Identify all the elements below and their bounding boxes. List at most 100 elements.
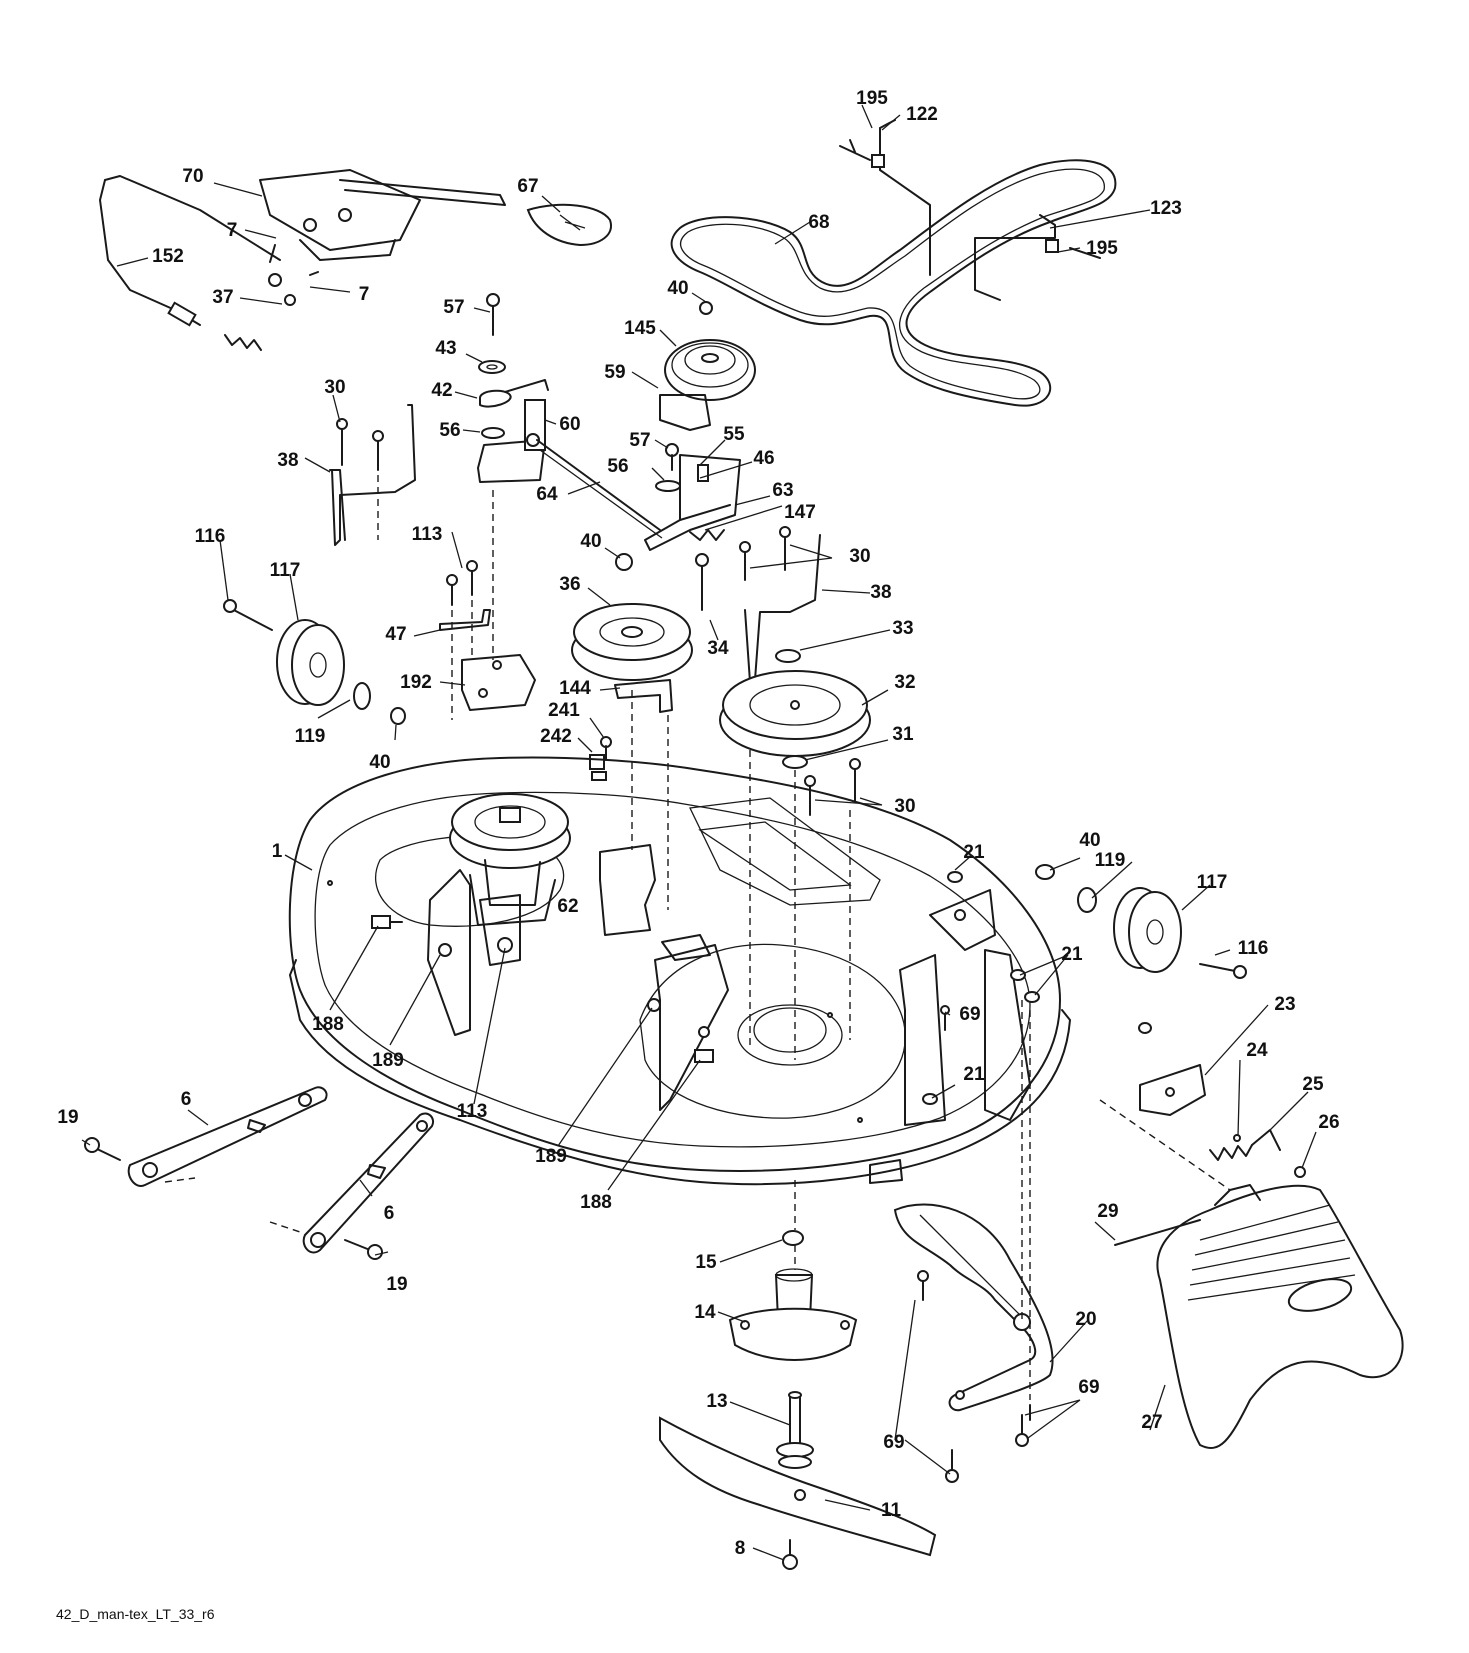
stabilizer-arm-left — [84, 1086, 328, 1187]
callout-label: 15 — [695, 1252, 717, 1273]
callout-label: 119 — [1095, 850, 1126, 871]
callout-label: 13 — [706, 1391, 727, 1412]
callout-label: 122 — [906, 104, 938, 125]
callout-label: 21 — [1061, 944, 1083, 965]
callout-label: 56 — [439, 420, 460, 441]
stud-241-242 — [589, 736, 612, 781]
callout-label: 21 — [963, 1064, 985, 1085]
discharge-chute — [1114, 1184, 1404, 1449]
callout-label: 69 — [1078, 1377, 1099, 1398]
callout-label: 40 — [580, 531, 601, 552]
callout-label: 37 — [212, 287, 233, 308]
callout-label: 189 — [372, 1050, 404, 1071]
callout-label: 241 — [548, 700, 580, 721]
belt-guide-rods — [839, 119, 1101, 301]
stabilizer-arm-right — [269, 1112, 434, 1260]
callout-label: 34 — [707, 638, 729, 659]
callout-label: 192 — [400, 672, 432, 693]
callout-label: 57 — [629, 430, 650, 451]
callout-label: 46 — [753, 448, 774, 469]
callout-label: 19 — [386, 1274, 407, 1295]
callout-label: 117 — [1197, 872, 1228, 893]
callout-label: 19 — [57, 1107, 78, 1128]
callout-label: 147 — [784, 502, 816, 523]
idler-pulley-upper — [644, 301, 756, 611]
callout-label: 145 — [624, 318, 656, 339]
callout-label: 30 — [894, 796, 915, 817]
bracket-47 — [439, 560, 536, 720]
callout-label: 195 — [856, 88, 888, 109]
callout-label: 23 — [1274, 994, 1295, 1015]
callout-label: 7 — [227, 220, 238, 241]
callouts: 195 122 70 67 123 68 195 7 152 7 37 40 5… — [57, 88, 1339, 1559]
callout-label: 242 — [540, 726, 572, 747]
gauge-wheel-left — [223, 599, 406, 725]
callout-label: 7 — [359, 284, 370, 305]
mower-deck — [288, 756, 1071, 1186]
callout-label: 64 — [536, 484, 558, 505]
callout-label: 59 — [604, 362, 625, 383]
callout-label: 144 — [559, 678, 591, 699]
callout-label: 188 — [580, 1192, 612, 1213]
callout-label: 116 — [195, 526, 226, 547]
callout-label: 40 — [369, 752, 390, 773]
callout-label: 63 — [772, 480, 793, 501]
lift-linkage — [99, 169, 506, 351]
callout-label: 21 — [963, 842, 985, 863]
callout-label: 62 — [557, 896, 578, 917]
callout-label: 30 — [324, 377, 345, 398]
callout-label: 69 — [959, 1004, 980, 1025]
callout-label: 14 — [694, 1302, 716, 1323]
drawing-reference: 42_D_man-tex_LT_33_r6 — [56, 1606, 215, 1622]
callout-label: 8 — [735, 1538, 746, 1559]
callout-label: 40 — [1079, 830, 1100, 851]
callout-label: 29 — [1097, 1201, 1118, 1222]
handle-cover — [526, 203, 612, 247]
callout-label: 113 — [457, 1101, 488, 1122]
callout-label: 119 — [295, 726, 326, 747]
callout-label: 36 — [559, 574, 580, 595]
callout-label: 6 — [384, 1203, 395, 1224]
callout-label: 55 — [723, 424, 745, 445]
leader-lines — [81, 104, 1317, 1561]
drive-belt — [670, 159, 1117, 407]
callout-label: 42 — [431, 380, 452, 401]
gauge-wheel-right — [922, 864, 1247, 1105]
callout-label: 38 — [870, 582, 891, 603]
callout-label: 27 — [1141, 1412, 1162, 1433]
baffle — [893, 1000, 1054, 1483]
callout-label: 25 — [1302, 1074, 1324, 1095]
idler-arm-left — [477, 293, 663, 660]
callout-label: 32 — [894, 672, 915, 693]
callout-label: 57 — [443, 297, 464, 318]
callout-label: 189 — [535, 1146, 567, 1167]
callout-label: 6 — [181, 1089, 192, 1110]
callout-label: 24 — [1246, 1040, 1268, 1061]
callout-label: 152 — [152, 246, 184, 267]
callout-label: 43 — [435, 338, 456, 359]
callout-label: 20 — [1075, 1309, 1096, 1330]
callout-label: 33 — [892, 618, 913, 639]
callout-label: 31 — [892, 724, 914, 745]
callout-label: 47 — [385, 624, 406, 645]
callout-label: 70 — [182, 166, 203, 187]
callout-label: 38 — [277, 450, 298, 471]
callout-label: 60 — [559, 414, 580, 435]
callout-label: 188 — [312, 1014, 344, 1035]
callout-label: 123 — [1150, 198, 1182, 219]
bracket-left — [329, 404, 416, 546]
callout-label: 195 — [1086, 238, 1118, 259]
discharge-bracket — [1099, 1064, 1306, 1191]
spindle-assembly — [659, 1180, 937, 1570]
callout-label: 11 — [881, 1500, 902, 1521]
idler-pulley-36 — [571, 553, 693, 910]
callout-label: 117 — [270, 560, 301, 581]
callout-label: 26 — [1318, 1112, 1339, 1133]
callout-label: 56 — [607, 456, 628, 477]
callout-label: 68 — [808, 212, 829, 233]
main-pulley-32 — [719, 649, 871, 1060]
callout-label: 40 — [667, 278, 688, 299]
callout-label: 67 — [517, 176, 538, 197]
